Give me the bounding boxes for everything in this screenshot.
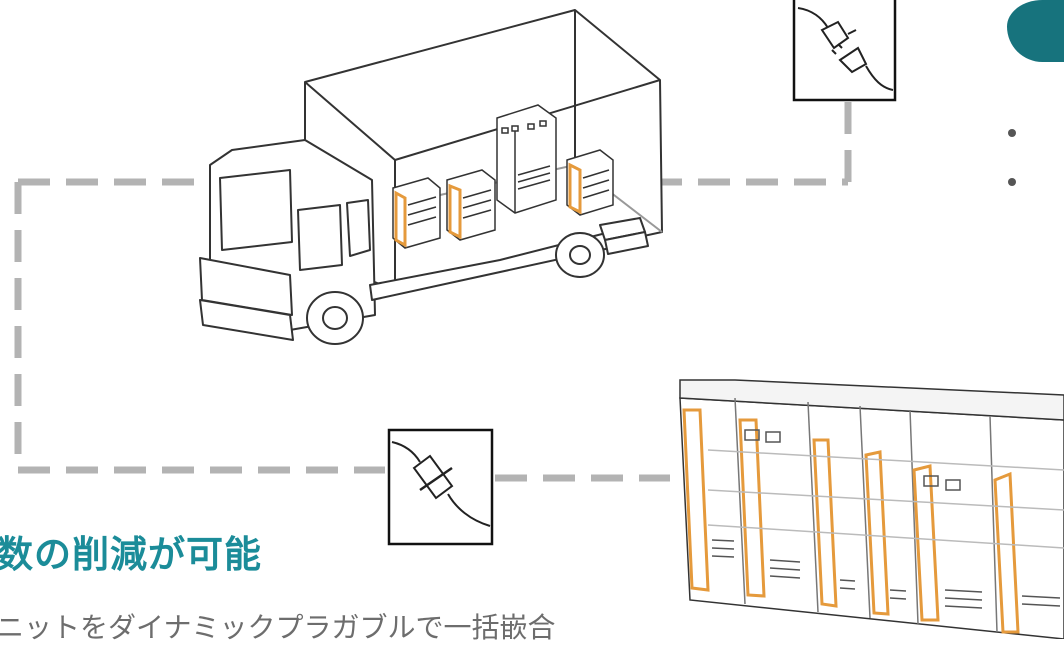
bullet-icon <box>1008 178 1016 186</box>
truck-unit-2 <box>446 169 496 241</box>
plug-disconnected-box <box>792 0 897 102</box>
plug-connected-icon <box>391 441 491 527</box>
bullet-icon <box>1008 129 1016 137</box>
plug-disconnected-icon <box>797 7 894 91</box>
headline-text: 数の削減が可能 <box>0 533 262 576</box>
description-text: ニットをダイナミックプラガブルで一括嵌合 <box>0 611 556 644</box>
section-header-pill <box>1007 0 1064 62</box>
connection-path <box>14 102 852 482</box>
truck-control-panel <box>496 104 557 214</box>
truck-unit-1 <box>392 177 441 249</box>
truck-unit-3 <box>566 149 614 216</box>
equipment-rack-row <box>679 379 1064 639</box>
plug-connected-box <box>387 428 494 546</box>
